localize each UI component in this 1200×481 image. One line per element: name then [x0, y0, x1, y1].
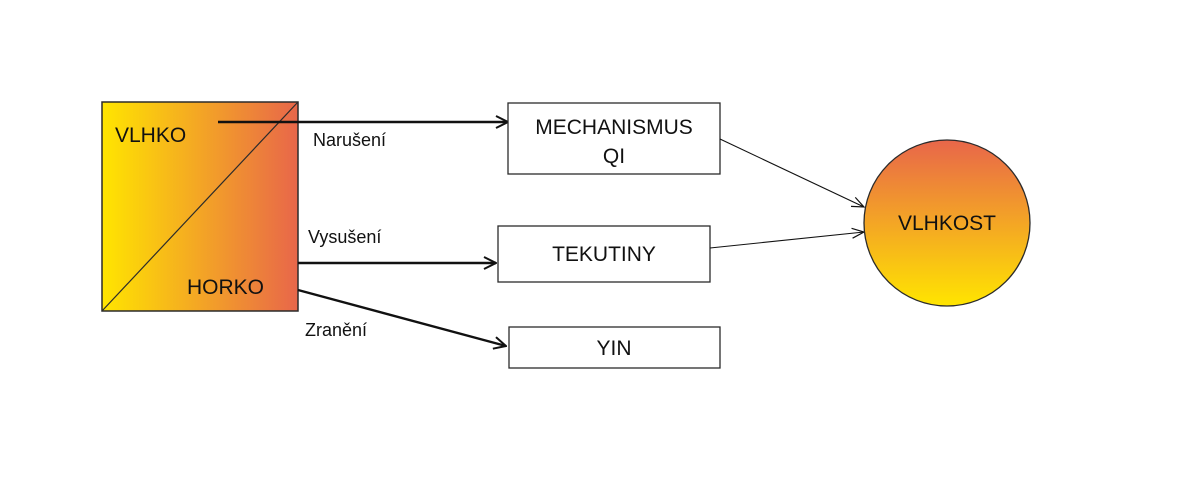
source-box: VLHKO HORKO [101, 101, 299, 312]
target-yin-rect [508, 326, 721, 369]
target-yin: YIN [508, 326, 721, 369]
arrow-tekutiny-to-vlhkost [709, 232, 864, 249]
source-box-top-label: VLHKO [115, 124, 186, 147]
arrow-label-vysušení: Vysušení [308, 227, 381, 247]
source-box-diagonal [101, 101, 299, 312]
result-circle-shape [863, 139, 1031, 307]
target-mechanismus-qi-line1: MECHANISMUS [535, 116, 693, 139]
target-tekutiny-label: TEKUTINY [552, 243, 656, 266]
arrow-zranění [297, 288, 506, 346]
result-circle-label: VLHKOST [898, 212, 996, 235]
target-yin-label: YIN [596, 337, 631, 360]
result-circle: VLHKOST [863, 139, 1031, 307]
target-mechanismus-qi-rect [507, 102, 721, 175]
arrow-mechanismus-to-vlhkost [719, 138, 864, 207]
target-tekutiny-rect [497, 225, 711, 283]
arrow-label-zranění: Zranění [305, 320, 367, 340]
target-tekutiny: TEKUTINY [497, 225, 711, 283]
arrow-label-narušení: Narušení [313, 130, 386, 150]
source-box-bottom-label: HORKO [187, 276, 264, 299]
target-mechanismus-qi: MECHANISMUS QI [507, 102, 721, 175]
target-mechanismus-qi-line2: QI [603, 145, 625, 168]
